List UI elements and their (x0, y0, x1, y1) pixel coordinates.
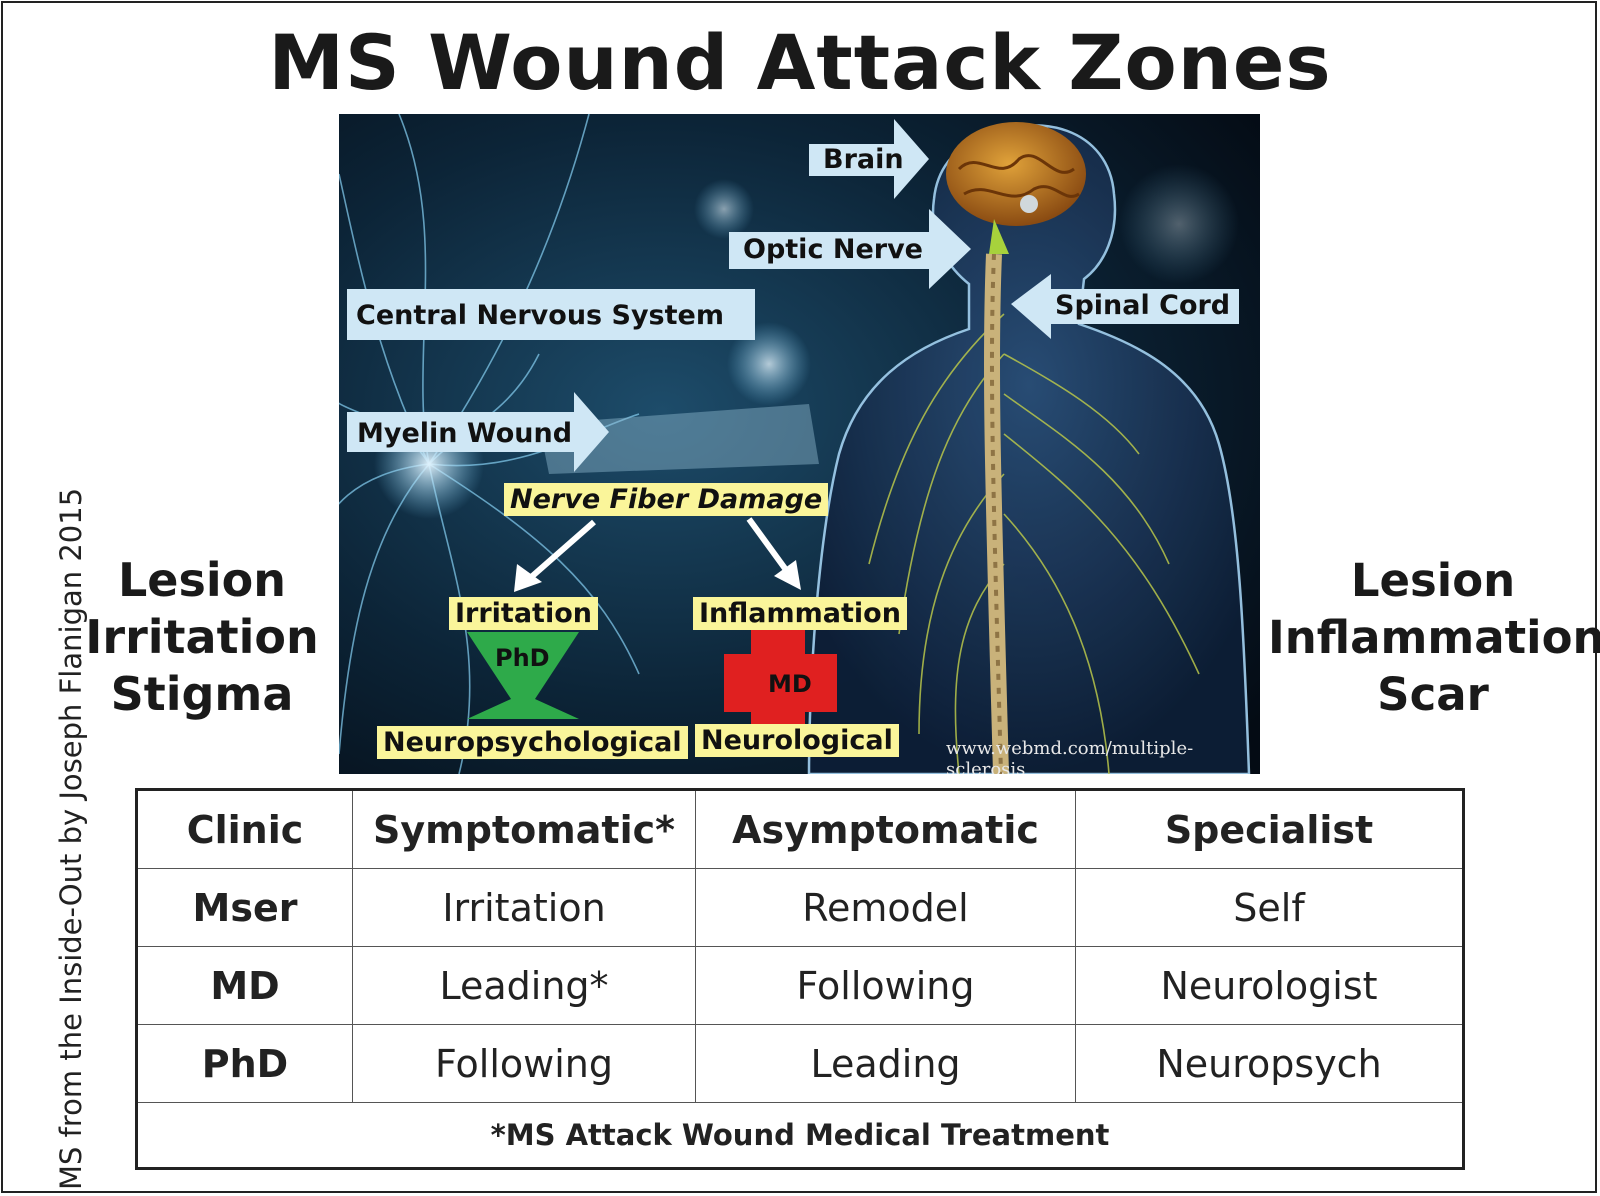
left-side-line: Lesion (117, 553, 286, 607)
right-side-text: Lesion Inflammation Scar (1268, 552, 1600, 723)
table-cell: Neurologist (1075, 946, 1464, 1025)
right-side-line: Scar (1377, 668, 1489, 721)
header-cell: Symptomatic* (352, 789, 696, 869)
table-cell: Remodel (695, 868, 1076, 947)
optic-nerve-label: Optic Nerve (743, 234, 923, 265)
table-header-row: Clinic Symptomatic* Asymptomatic Special… (136, 789, 1464, 869)
inflammation-label: Inflammation (693, 597, 907, 630)
table-row: MD Leading* Following Neurologist (136, 946, 1464, 1025)
right-side-line: Inflammation (1268, 611, 1600, 664)
table-cell: Irritation (352, 868, 696, 947)
phd-mark: PhD (495, 644, 550, 672)
treatment-table: Clinic Symptomatic* Asymptomatic Special… (135, 788, 1465, 1170)
table-footnote-row: *MS Attack Wound Medical Treatment (136, 1102, 1464, 1169)
nerve-fiber-damage-label: Nerve Fiber Damage (504, 483, 829, 516)
source-url: www.webmd.com/multiple-sclerosis (946, 738, 1194, 774)
right-side-line: Lesion (1350, 554, 1516, 607)
brain-label: Brain (823, 144, 904, 175)
left-side-line: Stigma (110, 667, 294, 721)
table-cell: Neuropsych (1075, 1024, 1464, 1103)
row-head-cell: Mser (136, 868, 353, 947)
table-cell: Self (1075, 868, 1464, 947)
table-footnote: *MS Attack Wound Medical Treatment (136, 1102, 1464, 1169)
table-row: PhD Following Leading Neuropsych (136, 1024, 1464, 1103)
left-side-line: Irritation (85, 610, 319, 664)
md-mark: MD (768, 670, 812, 698)
page-title: MS Wound Attack Zones (268, 18, 1332, 107)
spinal-cord-label: Spinal Cord (1055, 290, 1231, 321)
left-side-text: Lesion Irritation Stigma (72, 552, 332, 723)
table-row: Mser Irritation Remodel Self (136, 868, 1464, 947)
header-cell: Specialist (1075, 789, 1464, 869)
table-cell: Leading* (352, 946, 696, 1025)
row-head-cell: MD (136, 946, 353, 1025)
table-cell: Following (695, 946, 1076, 1025)
irritation-label: Irritation (449, 597, 598, 630)
neurological-label: Neurological (695, 724, 899, 757)
neuropsychological-label: Neuropsychological (377, 726, 688, 759)
nervous-system-illustration: Brain Optic Nerve Spinal Cord Central Ne… (339, 114, 1260, 774)
table-cell: Leading (695, 1024, 1076, 1103)
myelin-wound-label: Myelin Wound (357, 418, 573, 449)
row-head-cell: PhD (136, 1024, 353, 1103)
illustration-artwork (339, 114, 1260, 774)
cns-label: Central Nervous System (356, 300, 724, 331)
header-cell: Asymptomatic (695, 789, 1076, 869)
table-cell: Following (352, 1024, 696, 1103)
header-cell: Clinic (136, 789, 353, 869)
